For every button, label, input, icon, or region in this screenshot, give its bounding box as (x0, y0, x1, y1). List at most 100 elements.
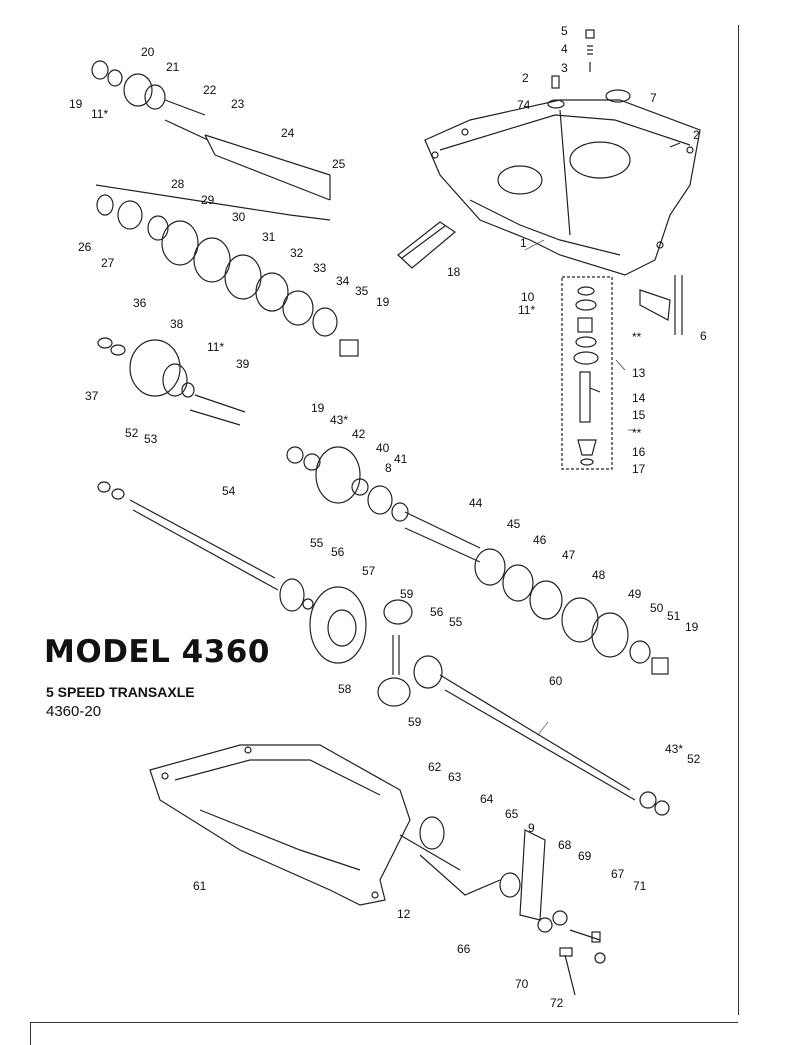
callout-label: 67 (611, 867, 625, 881)
callout-label: 64 (480, 792, 494, 806)
callout-label: 8 (385, 461, 392, 475)
ring-gear (309, 586, 443, 707)
callout-label: 19 (69, 97, 83, 111)
callout-label: 41 (394, 452, 408, 466)
callout-label: 2 (693, 128, 700, 142)
callout-label: 51 (667, 609, 681, 623)
callout-label: 56 (331, 545, 345, 559)
callout-label: 61 (193, 879, 207, 893)
callout-label: 36 (133, 296, 147, 310)
callout-label: 33 (313, 261, 327, 275)
brake-assembly (561, 275, 683, 470)
top-fasteners (547, 29, 681, 148)
callout-label: 59 (408, 715, 422, 729)
callout-label: 62 (428, 760, 442, 774)
model-subtitle: 5 SPEED TRANSAXLE (46, 684, 195, 700)
callout-label: 58 (338, 682, 352, 696)
callout-label: 46 (533, 533, 547, 547)
callout-label: 28 (171, 177, 185, 191)
countershaft-upper (91, 60, 331, 221)
callout-label: 16 (632, 445, 646, 459)
right-border (738, 25, 739, 1015)
callout-label: 42 (352, 427, 366, 441)
callout-label: 63 (448, 770, 462, 784)
left-tick (30, 1022, 31, 1045)
callout-label: 23 (231, 97, 245, 111)
callout-label: 19 (376, 295, 390, 309)
callout-label: 47 (562, 548, 576, 562)
callout-label: 9 (528, 821, 535, 835)
callout-label: 35 (355, 284, 369, 298)
callout-label: 11* (91, 107, 109, 121)
callout-label: 66 (457, 942, 471, 956)
callout-label: 48 (592, 568, 606, 582)
callout-label: 34 (336, 274, 350, 288)
callout-label: 25 (332, 157, 346, 171)
document-number: 4360-20 (46, 703, 102, 720)
callout-label: 44 (469, 496, 483, 510)
axle-left (97, 481, 314, 612)
callout-label: 11* (207, 340, 225, 354)
callout-label: 68 (558, 838, 572, 852)
callout-label: 69 (578, 849, 592, 863)
callout-label: 17 (632, 462, 646, 476)
callout-label: 22 (203, 83, 217, 97)
callout-label: 70 (515, 977, 529, 991)
callout-label: 24 (281, 126, 295, 140)
callout-label: 43* (665, 742, 684, 756)
bevel-gear-row (286, 446, 481, 563)
callout-label: 49 (628, 587, 642, 601)
callout-label: 52 (687, 752, 701, 766)
callout-label: 5 (561, 24, 568, 38)
callout-label: 50 (650, 601, 664, 615)
upper-housing (424, 99, 701, 276)
callout-label: 55 (310, 536, 324, 550)
callout-label: 72 (550, 996, 564, 1010)
callout-label: 40 (376, 441, 390, 455)
callout-label: 43* (330, 413, 349, 427)
callout-label: 39 (236, 357, 250, 371)
lower-housing (149, 744, 411, 906)
callout-label: 20 (141, 45, 155, 59)
callout-label: ** (632, 426, 642, 440)
callout-label: 4 (561, 42, 568, 56)
drive-chain (397, 221, 456, 269)
callout-label: 38 (170, 317, 184, 331)
callout-label: 19 (311, 401, 325, 415)
callout-label: 1 (520, 236, 527, 250)
callout-label: 54 (222, 484, 236, 498)
leader-lines (524, 239, 635, 736)
callout-label: 74 (517, 98, 531, 112)
callout-label: ** (632, 330, 642, 344)
callout-label: 29 (201, 193, 215, 207)
callout-label: 14 (632, 391, 646, 405)
shift-assembly (399, 816, 606, 996)
bottom-border (30, 1022, 738, 1023)
callout-label: 26 (78, 240, 92, 254)
callout-label: 27 (101, 256, 115, 270)
callout-label: 56 (430, 605, 444, 619)
gear-stack (96, 194, 359, 357)
callout-label: 11* (518, 303, 536, 317)
callout-label: 60 (549, 674, 563, 688)
callout-label: 13 (632, 366, 646, 380)
callout-label: 45 (507, 517, 521, 531)
callout-label: 65 (505, 807, 519, 821)
callout-label: 57 (362, 564, 376, 578)
callout-label: 2 (522, 71, 529, 85)
callout-label: 7 (650, 91, 657, 105)
callout-label: 10 (521, 290, 535, 304)
callout-label: 19 (685, 620, 699, 634)
callout-label: 15 (632, 408, 646, 422)
callout-label: 31 (262, 230, 276, 244)
callout-label: 37 (85, 389, 99, 403)
callout-label: 12 (397, 907, 411, 921)
callout-label: 18 (447, 265, 461, 279)
callout-label: 59 (400, 587, 414, 601)
callout-label: 21 (166, 60, 180, 74)
callout-label: 30 (232, 210, 246, 224)
callout-label: 52 (125, 426, 139, 440)
callout-label: 3 (561, 61, 568, 75)
